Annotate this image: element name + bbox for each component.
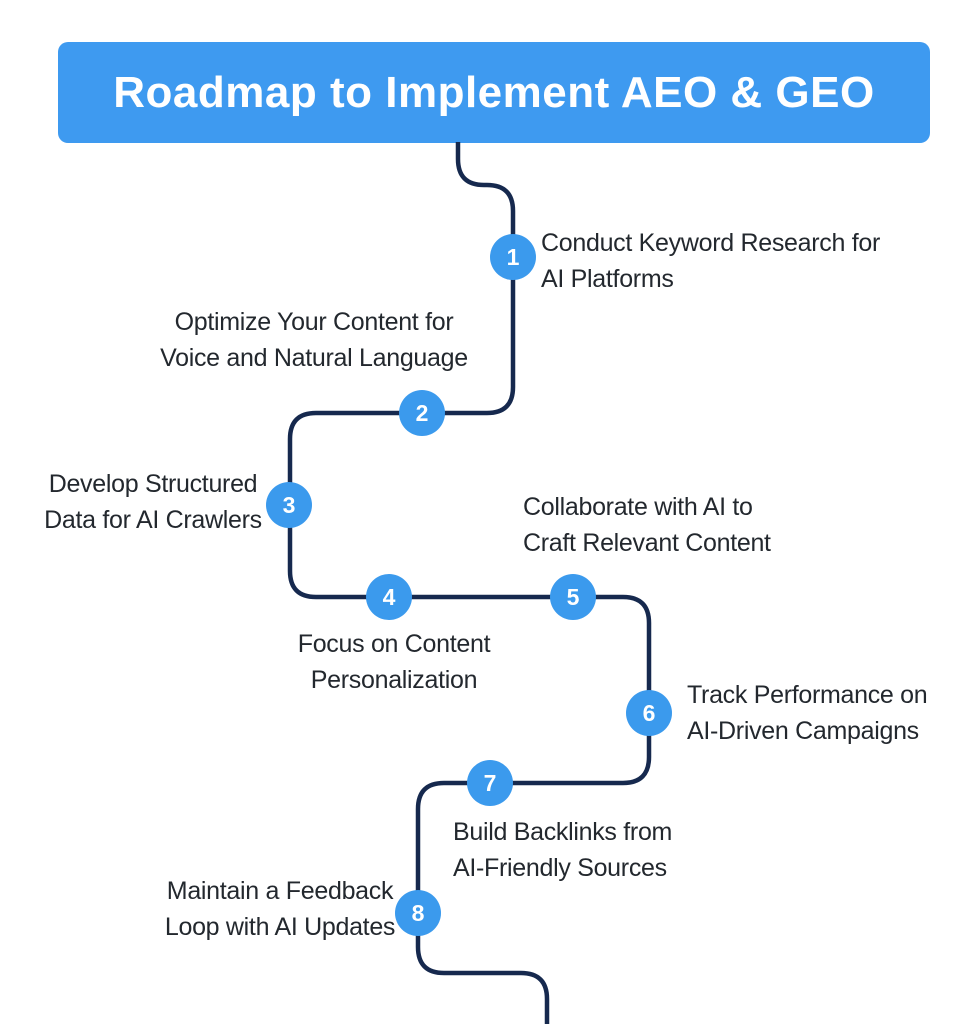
step-label-5: Collaborate with AI to Craft Relevant Co… (523, 489, 771, 561)
roadmap-path-line (287, 142, 652, 1024)
step-label-6-line-1: Track Performance on (687, 681, 928, 709)
step-label-3: Develop Structured Data for AI Crawlers (23, 466, 283, 538)
step-label-8-line-1: Maintain a Feedback (166, 877, 394, 905)
step-node-3: 3 (266, 482, 312, 528)
step-label-7-line-2: AI-Friendly Sources (453, 854, 667, 882)
step-node-6: 6 (626, 690, 672, 736)
step-label-4: Focus on Content Personalization (264, 626, 524, 698)
step-number-5: 5 (566, 583, 580, 610)
step-label-5-line-1: Collaborate with AI to (523, 493, 753, 521)
step-number-4: 4 (382, 583, 396, 610)
step-number-8: 8 (411, 899, 425, 926)
step-number-1: 1 (506, 243, 520, 270)
step-label-2: Optimize Your Content for Voice and Natu… (134, 304, 494, 376)
step-label-4-line-1: Focus on Content (297, 630, 491, 658)
step-number-6: 6 (642, 699, 656, 726)
step-label-7: Build Backlinks from AI-Friendly Sources (453, 814, 672, 886)
step-label-1-line-2: AI Platforms (541, 265, 674, 293)
step-label-7-line-1: Build Backlinks from (453, 818, 673, 846)
step-node-7: 7 (467, 760, 513, 806)
page-title: Roadmap to Implement AEO & GEO (113, 67, 875, 117)
step-label-5-line-2: Craft Relevant Content (523, 529, 771, 557)
step-number-7: 7 (483, 769, 497, 796)
title-banner: Roadmap to Implement AEO & GEO (58, 42, 930, 143)
step-label-2-line-2: Voice and Natural Language (160, 344, 468, 372)
step-label-2-line-1: Optimize Your Content for (174, 308, 454, 336)
step-label-8: Maintain a Feedback Loop with AI Updates (140, 873, 420, 945)
step-node-2: 2 (399, 390, 445, 436)
step-node-8: 8 (395, 890, 441, 936)
step-label-1-line-1: Conduct Keyword Research for (541, 229, 880, 257)
step-label-3-line-1: Develop Structured (48, 470, 258, 498)
step-node-1: 1 (490, 234, 536, 280)
step-label-3-line-2: Data for AI Crawlers (44, 506, 262, 534)
step-number-3: 3 (282, 491, 296, 518)
step-node-4: 4 (366, 574, 412, 620)
step-label-8-line-2: Loop with AI Updates (164, 913, 396, 941)
step-label-1: Conduct Keyword Research for AI Platform… (541, 225, 880, 297)
step-number-2: 2 (415, 399, 429, 426)
step-label-6-line-2: AI-Driven Campaigns (687, 717, 919, 745)
step-node-5: 5 (550, 574, 596, 620)
step-label-4-line-2: Personalization (310, 666, 478, 694)
step-label-6: Track Performance on AI-Driven Campaigns (687, 677, 928, 749)
